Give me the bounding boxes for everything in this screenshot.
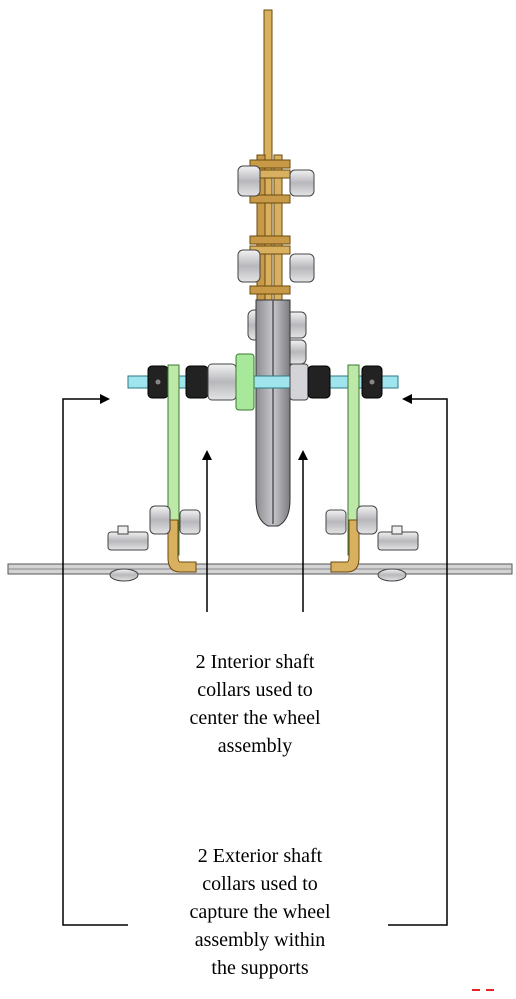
support-left [107, 364, 201, 582]
interior-collar-left [185, 353, 255, 411]
interior-caption-line: collars used to [197, 679, 313, 701]
exterior-caption-line: 2 Exterior shaft [197, 845, 323, 867]
upper-bolt-2 [237, 249, 315, 283]
exterior-collars-caption: 2 Exterior shaft collars used to capture… [140, 842, 380, 982]
exterior-leader-left [62, 394, 128, 926]
exterior-caption-line: collars used to [202, 873, 318, 895]
exterior-collar-left [147, 365, 169, 399]
exterior-caption-line: capture the wheel [189, 901, 331, 923]
base-plate [7, 563, 513, 575]
exterior-caption-line: assembly within [194, 929, 326, 951]
exterior-caption-line: the supports [211, 957, 309, 979]
wheel [255, 299, 291, 527]
interior-collars-caption: 2 Interior shaft collars used to center … [150, 648, 360, 760]
exterior-leader-right [388, 394, 448, 926]
interior-caption-line: assembly [217, 735, 293, 757]
exterior-collar-right [361, 365, 383, 399]
interior-caption-line: 2 Interior shaft [195, 651, 315, 673]
interior-collar-right [289, 363, 331, 401]
interior-caption-line: center the wheel [189, 707, 321, 729]
support-right [325, 364, 419, 582]
upper-bolt-1 [237, 165, 315, 197]
top-bracket [249, 9, 291, 451]
